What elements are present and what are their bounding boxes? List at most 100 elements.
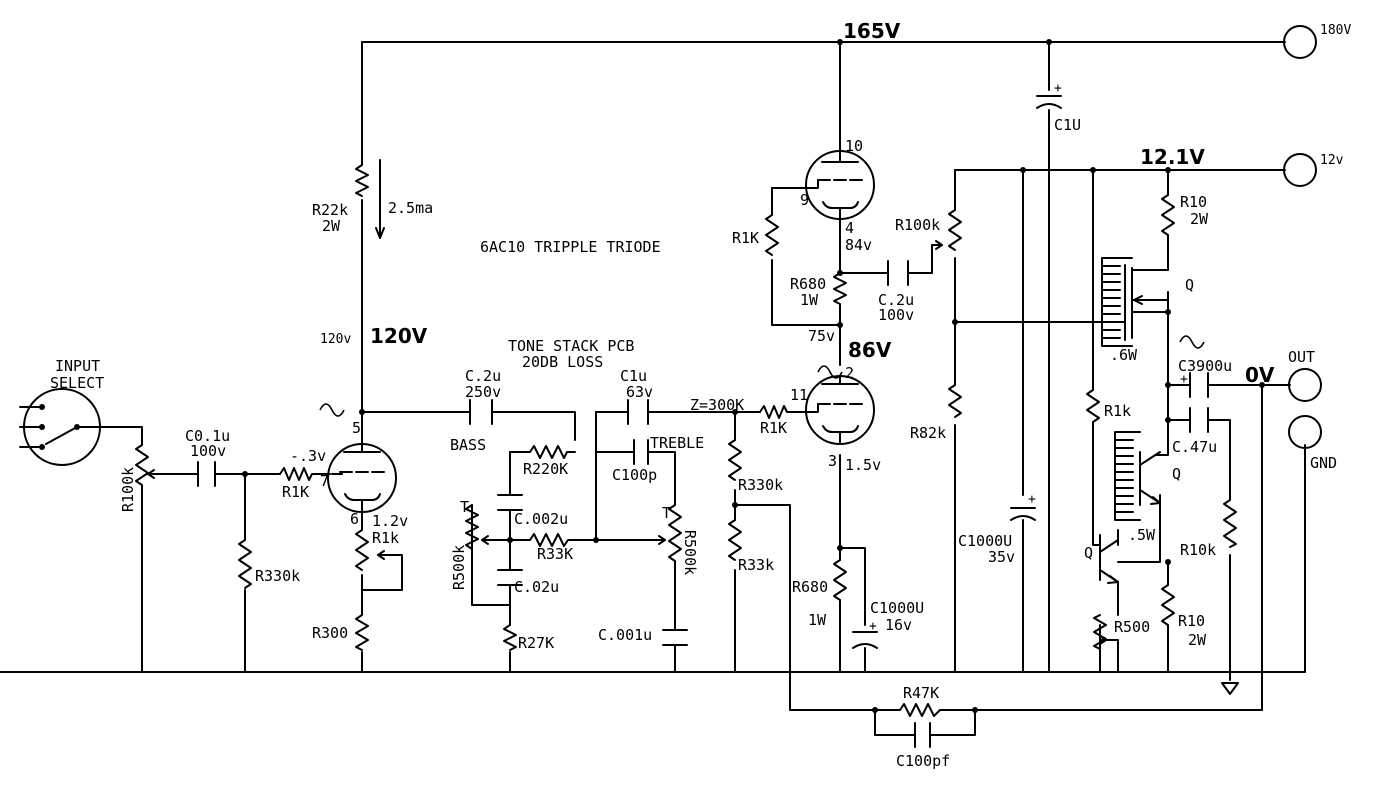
label-r300: R300 bbox=[312, 624, 348, 642]
label-c100pf: C100pf bbox=[896, 752, 950, 770]
label-pin7: 7 bbox=[320, 472, 329, 490]
terminal-gnd-label: GND bbox=[1310, 454, 1337, 472]
label-r1k-pot: R1k bbox=[372, 529, 399, 547]
label-c1uv: 63v bbox=[626, 383, 653, 401]
bass-t-label: T bbox=[460, 498, 469, 516]
resistor-r10k bbox=[1223, 499, 1237, 548]
label-c3900: C3900u bbox=[1178, 357, 1232, 375]
cap-c2-100v bbox=[887, 260, 909, 286]
label-c47: C.47u bbox=[1172, 438, 1217, 456]
annotations bbox=[319, 159, 1205, 417]
terminal-180v-label: 180V bbox=[1320, 23, 1351, 38]
input-label-1: INPUT bbox=[55, 357, 100, 375]
terminal-180v bbox=[1283, 25, 1317, 59]
resistor-r500k-treble bbox=[668, 504, 682, 573]
rail-120v: 120V bbox=[370, 324, 428, 348]
label-r82k: R82k bbox=[910, 424, 946, 442]
svg-text:+: + bbox=[1028, 492, 1036, 507]
cap-c002 bbox=[497, 494, 523, 511]
terminals bbox=[1221, 25, 1322, 695]
tone-stack-label-2: 20DB LOSS bbox=[522, 353, 603, 371]
label-c100p: C100p bbox=[612, 466, 657, 484]
label-c1u: C1u bbox=[620, 367, 647, 385]
label-i25: 2.5ma bbox=[388, 199, 433, 217]
resistor-r82k bbox=[948, 384, 962, 418]
label-r33k-b: R33k bbox=[738, 556, 774, 574]
resistor-r100k-input-pot bbox=[135, 444, 149, 506]
label-r330k-b: R330k bbox=[738, 476, 783, 494]
resistor-r100k bbox=[948, 209, 962, 251]
title: 6AC10 TRIPPLE TRIODE bbox=[480, 238, 661, 256]
bjt-q2 bbox=[1114, 431, 1161, 521]
rail-0v: 0V bbox=[1245, 363, 1275, 387]
label-c02: C.02u bbox=[514, 578, 559, 596]
label-c01: C0.1u bbox=[185, 427, 230, 445]
label-r10k: R10k bbox=[1180, 541, 1216, 559]
resistor-r500 bbox=[1093, 614, 1107, 650]
resistor-r1k-grid bbox=[759, 405, 791, 419]
label-pin6: 6 bbox=[350, 510, 359, 528]
label-pin9: 9 bbox=[800, 191, 809, 209]
label-r220k: R220K bbox=[523, 460, 568, 478]
label-pin5: 5 bbox=[352, 419, 361, 437]
resistor-r330k-input bbox=[238, 539, 252, 589]
label-c1u-top: C1U bbox=[1054, 116, 1081, 134]
resistor-r1k-pot bbox=[355, 529, 369, 571]
label-v15: 1.5v bbox=[845, 456, 881, 474]
cap-c1000-35v bbox=[1010, 507, 1036, 521]
label-r10b-w: 2W bbox=[1188, 631, 1207, 649]
label-v84: 84v bbox=[845, 236, 872, 254]
bjt-q3 bbox=[1099, 534, 1119, 584]
label-c2av: 250v bbox=[465, 383, 501, 401]
label-r1k-in: R1K bbox=[282, 483, 309, 501]
label-w6: .6W bbox=[1110, 346, 1138, 364]
label-z300: Z=300K bbox=[690, 396, 744, 414]
input-selector bbox=[19, 388, 101, 466]
label-r680b: R680 bbox=[792, 578, 828, 596]
label-q1: Q bbox=[1185, 276, 1194, 294]
rail-165v: 165V bbox=[843, 19, 901, 43]
label-r22k: R22k bbox=[312, 201, 348, 219]
cap-c1u-top bbox=[1036, 95, 1062, 109]
label-pin4: 4 bbox=[845, 219, 854, 237]
resistor-r680-cathode bbox=[833, 559, 847, 601]
label-pin3: 3 bbox=[828, 452, 837, 470]
label-r1k-q: R1k bbox=[1104, 402, 1131, 420]
label-r10a: R10 bbox=[1180, 193, 1207, 211]
terminal-12v-label: 12v bbox=[1320, 153, 1344, 168]
label-pin10: 10 bbox=[845, 137, 863, 155]
resistor-r300 bbox=[355, 614, 369, 651]
tone-stack-label-1: TONE STACK PCB bbox=[508, 337, 634, 355]
label-pin11: 11 bbox=[790, 386, 808, 404]
resistor-r1k-input bbox=[279, 467, 313, 481]
label-r22k-w: 2W bbox=[322, 217, 341, 235]
pot-wipers bbox=[147, 240, 1119, 661]
tube-v3-upper bbox=[805, 150, 875, 220]
label-v12: 1.2v bbox=[372, 512, 408, 530]
input-pot-label: R100k bbox=[119, 467, 137, 512]
cap-c001 bbox=[662, 629, 688, 646]
label-c2bv: 100v bbox=[878, 306, 914, 324]
label-c002: C.002u bbox=[514, 510, 568, 528]
resistor-r27k bbox=[503, 624, 517, 651]
label-r680b-w: 1W bbox=[808, 611, 827, 629]
label-r1k-g: R1K bbox=[760, 419, 787, 437]
resistor-r47k bbox=[899, 703, 941, 717]
label-v120small: 120v bbox=[320, 332, 351, 347]
resistor-r1k-feedback bbox=[765, 214, 779, 256]
cap-c01 bbox=[197, 461, 216, 487]
label-r500: R500 bbox=[1114, 618, 1150, 636]
label-pin2: 2 bbox=[845, 364, 854, 382]
terminal-out-label: OUT bbox=[1288, 348, 1315, 366]
tube-v1 bbox=[327, 443, 397, 513]
junction-dots bbox=[242, 39, 1265, 713]
label-r10b: R10 bbox=[1178, 612, 1205, 630]
resistor-r1k-output bbox=[1086, 389, 1100, 431]
cap-c2-250v bbox=[469, 399, 493, 425]
label-r47k: R47K bbox=[903, 684, 939, 702]
rail-12-1v: 12.1V bbox=[1140, 145, 1205, 169]
terminal-out bbox=[1288, 368, 1322, 402]
bass-label: BASS bbox=[450, 436, 486, 454]
label-r27k: R27K bbox=[518, 634, 554, 652]
resistor-r22k bbox=[355, 164, 369, 197]
